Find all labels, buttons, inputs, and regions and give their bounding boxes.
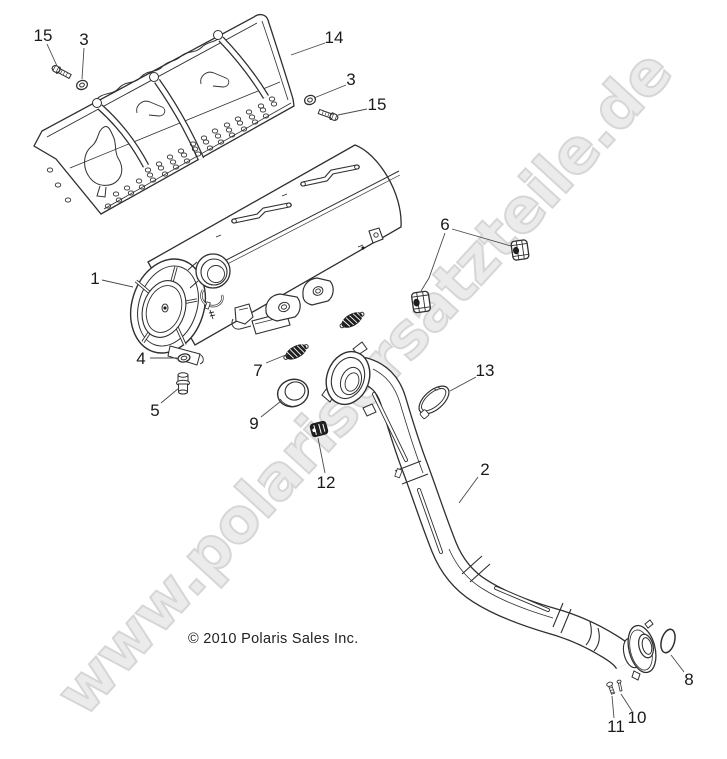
- muffler-side-bracket: [361, 227, 384, 250]
- callout-6: 6: [440, 215, 449, 234]
- washer: [177, 353, 191, 363]
- callout-2: 2: [480, 460, 489, 479]
- pipe-inlet-bell: [321, 341, 377, 417]
- muffler-outlet: [187, 253, 231, 320]
- callout-3-right: 3: [346, 70, 355, 89]
- callout-9: 9: [249, 414, 258, 433]
- muffler-end-cap: [129, 258, 207, 366]
- o-ring: [660, 628, 676, 654]
- callout-11: 11: [607, 717, 625, 736]
- rubber-mount-left: [410, 290, 432, 314]
- callout-1: 1: [90, 269, 99, 288]
- muffler-brackets: [231, 277, 334, 335]
- callout-4: 4: [136, 349, 145, 368]
- callout-5: 5: [150, 401, 159, 420]
- gasket-ring: [276, 378, 310, 408]
- flange-bolt-upper-left: [51, 65, 72, 80]
- flange-nut-right: [304, 94, 316, 106]
- screw-left: [606, 681, 616, 695]
- exhaust-spring-2: [339, 311, 365, 329]
- callout-15-upper-left: 15: [34, 26, 53, 45]
- shield-perforations: [46, 96, 278, 209]
- callout-10: 10: [628, 708, 647, 727]
- band-clamp: [418, 385, 450, 419]
- callout-12: 12: [317, 473, 336, 492]
- callout-7: 7: [253, 361, 262, 380]
- pipe-clip: [309, 420, 329, 438]
- leader-lines: [46, 42, 685, 719]
- flange-nut-upper-left: [76, 79, 88, 91]
- callout-15-right: 15: [368, 95, 387, 114]
- exhaust-spring: [283, 344, 309, 360]
- rubber-mount-right: [510, 239, 530, 261]
- callout-13: 13: [476, 361, 495, 380]
- callout-8: 8: [684, 670, 693, 689]
- flange-bolt-right: [317, 108, 339, 121]
- muffler: [129, 144, 402, 366]
- mount-bolt: [176, 372, 190, 395]
- callout-14: 14: [325, 28, 344, 47]
- screw-right: [616, 679, 623, 692]
- muffler-hook-front: [231, 202, 292, 224]
- pipe-outlet-flange: [622, 619, 657, 681]
- callout-labels: 15 3 14 3 15 1 4 5 7 9 6 12 13 2 8 10 11: [34, 26, 694, 736]
- callout-3-upper-left: 3: [79, 30, 88, 49]
- copyright-notice: © 2010 Polaris Sales Inc.: [188, 631, 359, 647]
- heat-shield: [33, 13, 295, 215]
- muffler-hook-rear: [300, 164, 360, 187]
- shield-straps: [92, 30, 269, 168]
- exhaust-pipe: [321, 341, 657, 681]
